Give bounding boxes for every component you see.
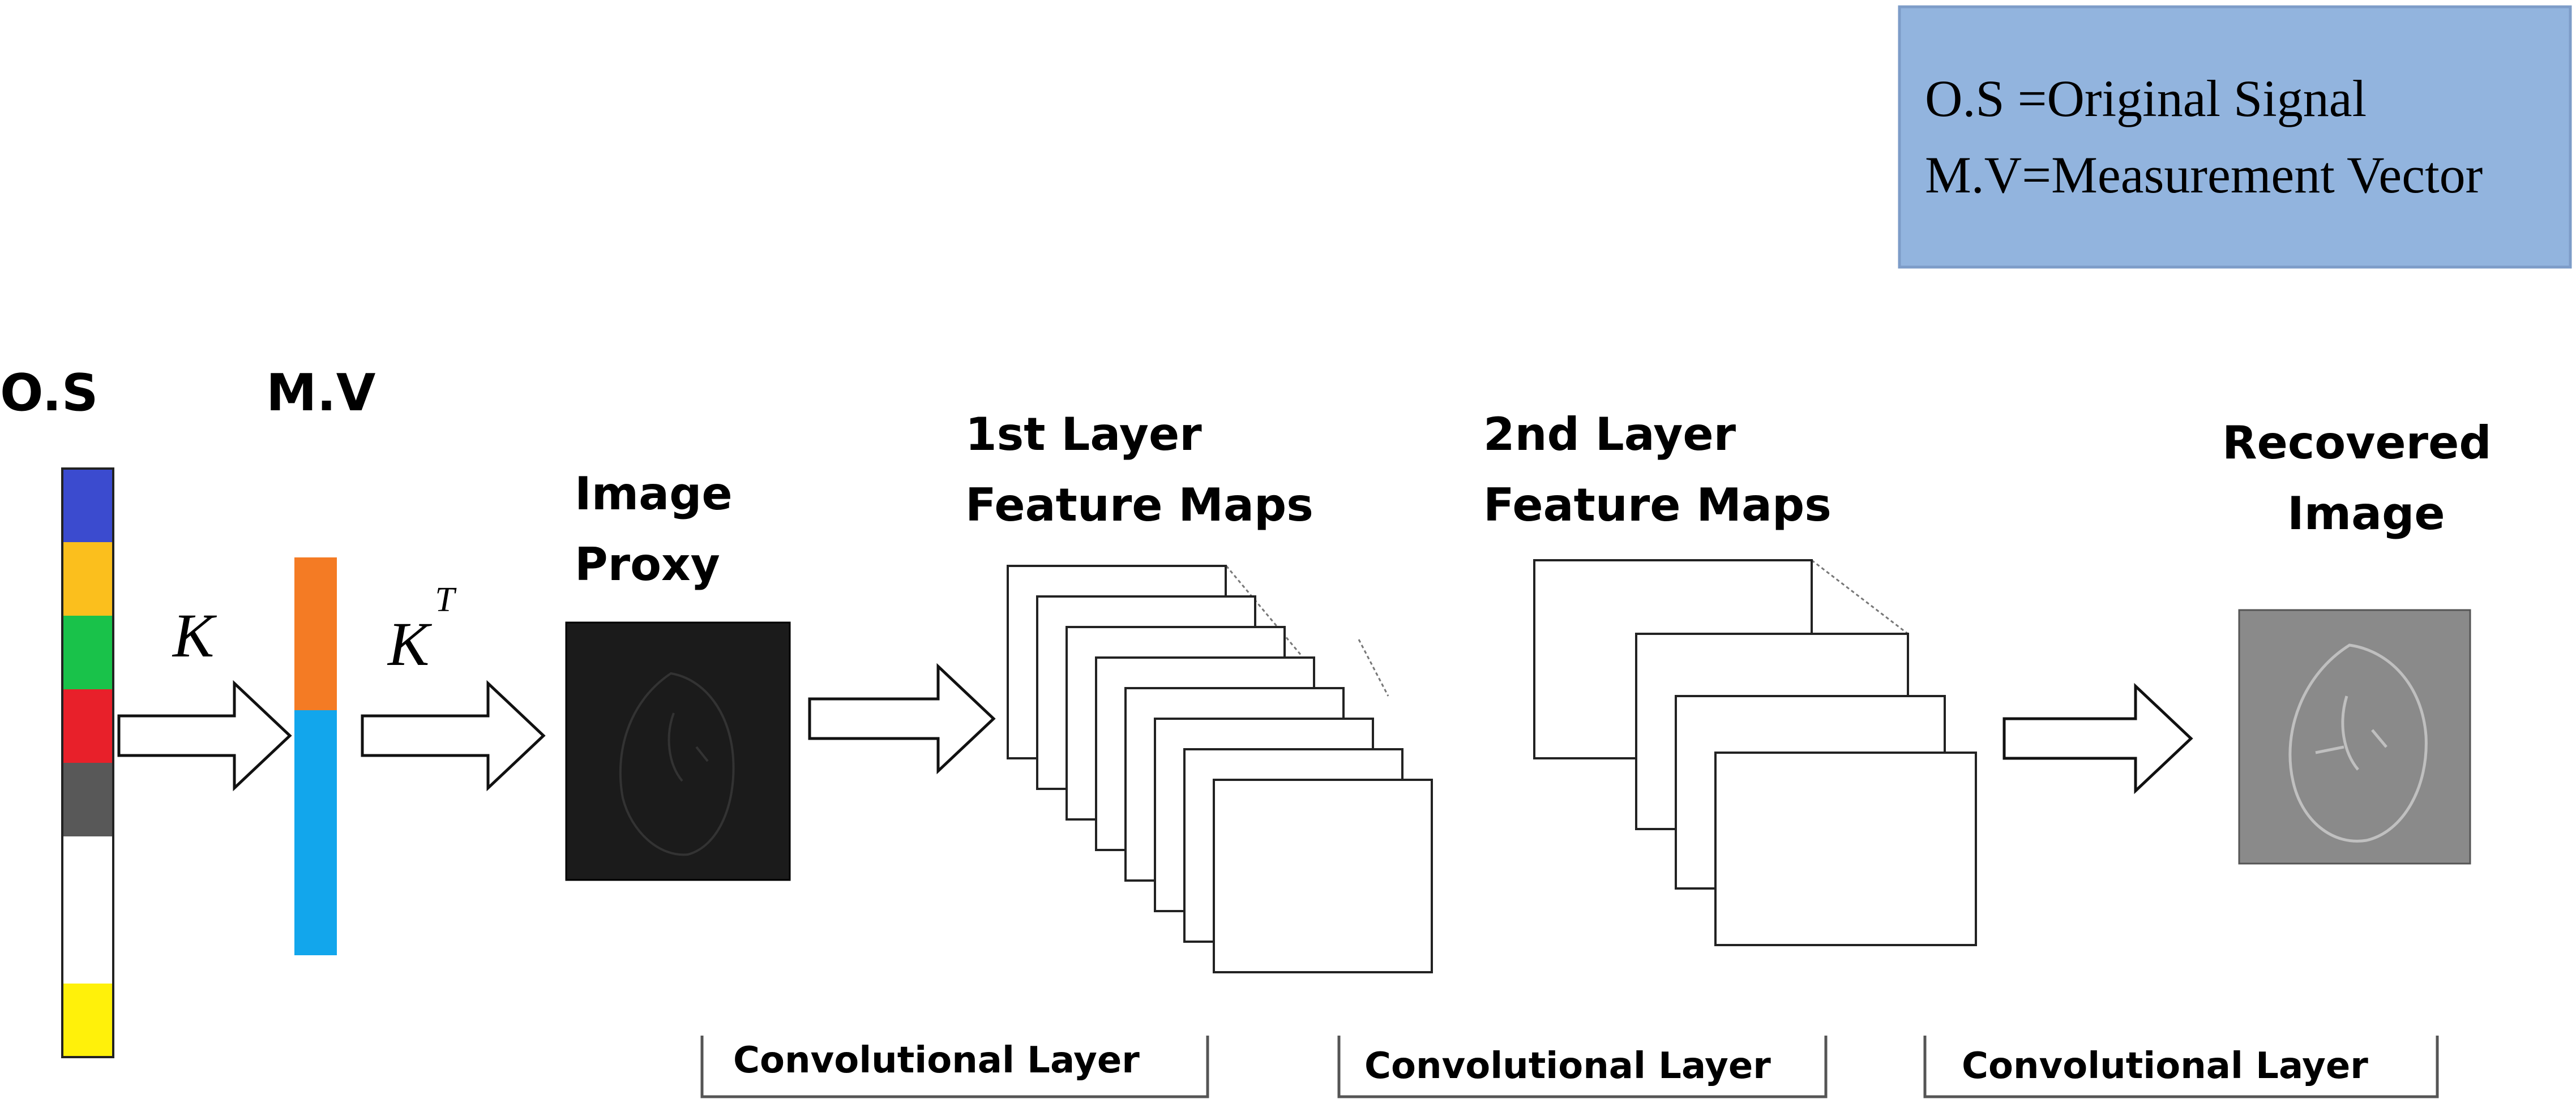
image-proxy-faint-shape xyxy=(619,672,735,856)
bracket-conv-1: Convolutional Layer xyxy=(700,1036,1209,1098)
layer2-map-4 xyxy=(1714,752,1977,946)
legend-line-measurement-vector: M.V=Measurement Vector xyxy=(1925,146,2483,204)
second-layer-label-line1: 2nd Layer xyxy=(1483,408,1736,461)
recovered-image-shape xyxy=(2288,643,2428,843)
measurement-vector-label: M.V xyxy=(266,363,376,423)
arrow-to-recovered-image xyxy=(2002,682,2193,795)
bracket-label-3: Convolutional Layer xyxy=(1962,1045,2368,1087)
original-signal-label: O.S xyxy=(0,363,99,423)
first-layer-label-line2: Feature Maps xyxy=(965,479,1313,531)
image-proxy-group: Image Proxy xyxy=(565,467,791,881)
first-layer-label-line1: 1st Layer xyxy=(965,408,1202,461)
k-transpose-base: K xyxy=(387,609,433,679)
arrow3-shape xyxy=(808,663,996,775)
first-layer-feature-maps xyxy=(1007,565,1433,973)
k-transpose-superscript: T xyxy=(435,581,457,619)
image-proxy-thumbnail xyxy=(565,621,791,881)
arrow1-shape xyxy=(117,680,292,792)
bracket-conv-2: Convolutional Layer xyxy=(1337,1036,1828,1098)
bracket-conv-3: Convolutional Layer xyxy=(1923,1036,2439,1098)
layer1-map-8 xyxy=(1213,779,1433,973)
recovered-image-thumbnail xyxy=(2238,609,2471,865)
arrow-k-transpose xyxy=(361,680,546,792)
k-transpose-operator-label: KT xyxy=(387,581,457,679)
os-segment-7 xyxy=(62,910,113,984)
bracket-line-2 xyxy=(1337,1036,1828,1098)
legend-box: O.S =Original Signal M.V=Measurement Vec… xyxy=(1898,5,2572,269)
second-layer-group: 2nd Layer Feature Maps xyxy=(1483,408,1977,946)
original-signal-vector xyxy=(61,467,114,1058)
os-border xyxy=(61,467,114,1058)
bracket-line-1 xyxy=(700,1036,1209,1098)
arrow-k xyxy=(117,680,292,792)
arrow-to-first-layer xyxy=(808,663,996,775)
os-segment-5 xyxy=(62,763,113,836)
os-segment-4 xyxy=(62,689,113,763)
convolutional-layer-brackets: Convolutional Layer Convolutional Layer … xyxy=(700,1036,2439,1098)
bracket-line-3 xyxy=(1923,1036,2439,1098)
recovered-image-label-line2: Image xyxy=(2287,487,2445,540)
os-segment-2 xyxy=(62,542,113,616)
second-layer-label-line2: Feature Maps xyxy=(1483,479,1832,531)
os-segment-8 xyxy=(62,984,113,1057)
k-operator-label: K xyxy=(172,601,217,670)
bracket-label-1: Convolutional Layer xyxy=(733,1040,1140,1081)
measurement-vector-group: M.V xyxy=(266,363,376,955)
os-segment-1 xyxy=(62,469,113,542)
image-proxy-label-line2: Proxy xyxy=(575,538,720,591)
recovered-image-label-line1: Recovered xyxy=(2222,417,2492,469)
arrow2-shape xyxy=(361,680,546,792)
recovered-image-group: Recovered Image xyxy=(2222,417,2492,865)
bracket-label-2: Convolutional Layer xyxy=(1364,1045,1771,1087)
measurement-vector xyxy=(294,557,337,955)
mv-segment-1 xyxy=(294,557,337,710)
second-layer-feature-maps xyxy=(1533,559,1977,946)
os-segment-6 xyxy=(62,836,113,910)
os-segment-3 xyxy=(62,616,113,689)
layer1-depth-edge xyxy=(1225,565,1389,697)
original-signal-group: O.S xyxy=(0,363,114,1058)
first-layer-group: 1st Layer Feature Maps xyxy=(965,408,1433,973)
legend-line-original-signal: O.S =Original Signal xyxy=(1925,70,2367,127)
arrow4-shape xyxy=(2002,682,2193,795)
image-proxy-label-line1: Image xyxy=(575,467,733,520)
layer2-depth-edge xyxy=(1811,559,1909,635)
mv-segment-2 xyxy=(294,710,337,955)
legend-box-background xyxy=(1898,5,2572,269)
